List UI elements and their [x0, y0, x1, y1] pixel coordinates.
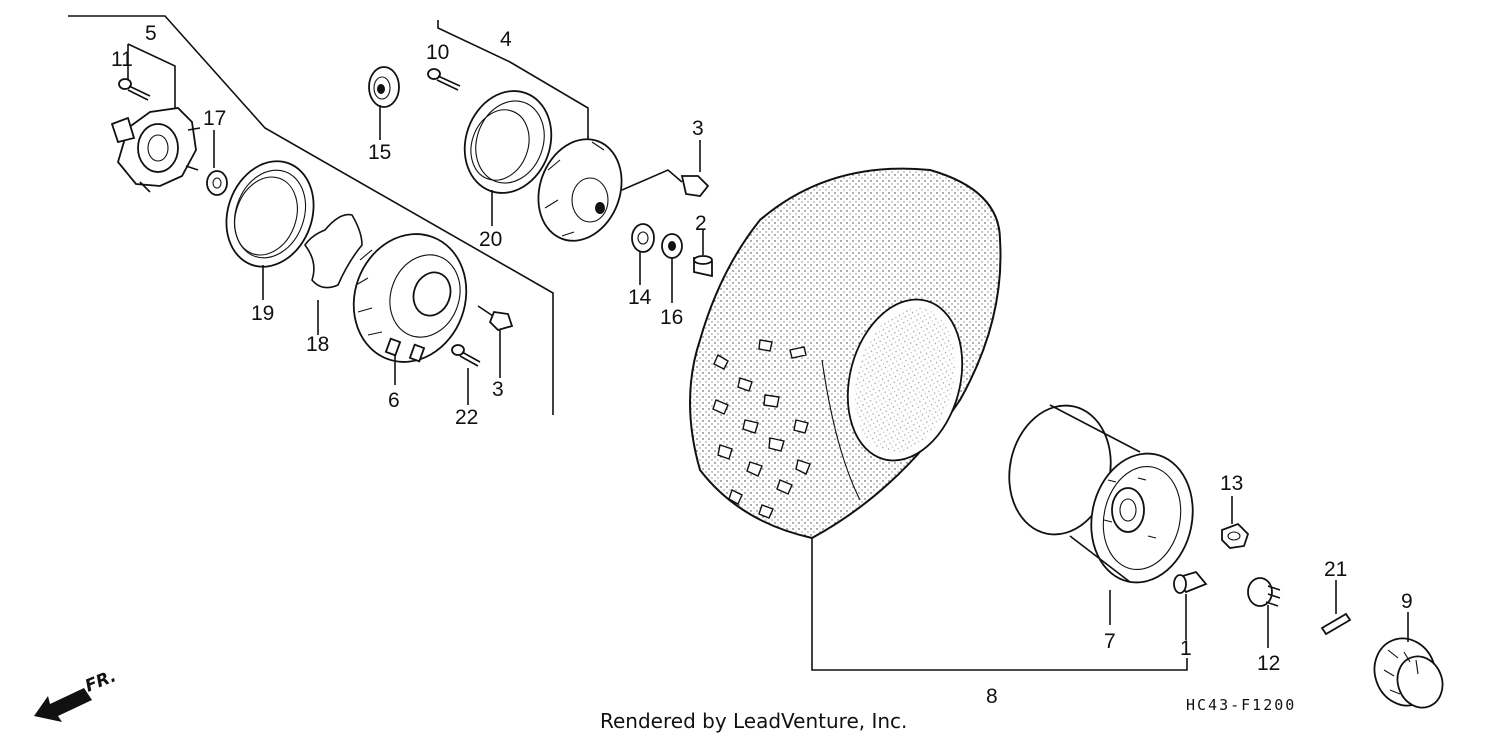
callout-3-upper: 3: [692, 117, 704, 140]
brake-panel-part-4[interactable]: [525, 127, 636, 252]
valve-part-1[interactable]: [1173, 570, 1208, 594]
seal-part-20[interactable]: [451, 79, 566, 205]
group-8-bracket: [811, 538, 1188, 671]
callout-3-lower: 3: [492, 378, 504, 401]
callout-19: 19: [251, 302, 274, 325]
credit-text: Rendered by LeadVenture, Inc.: [600, 709, 907, 733]
leader-lines: [213, 105, 1409, 648]
bearing-part-15[interactable]: [368, 66, 400, 108]
callout-1: 1: [1180, 637, 1192, 660]
callout-17: 17: [203, 107, 226, 130]
drawing-code: HC43-F1200: [1186, 696, 1296, 714]
bearing-part-14[interactable]: [631, 223, 655, 253]
callout-2: 2: [695, 212, 707, 235]
cotter-pin-part-21[interactable]: [1320, 612, 1352, 636]
callout-14: 14: [628, 286, 652, 309]
front-direction-marker: FR.: [34, 666, 119, 722]
callout-7: 7: [1104, 630, 1116, 653]
bolt-part-3-lower[interactable]: [477, 305, 514, 332]
front-label: FR.: [82, 666, 119, 696]
callout-6: 6: [388, 389, 400, 412]
group-5-bracket: [68, 15, 554, 415]
group-4-bracket: [437, 20, 589, 150]
callout-labels: 1 2 3 3 4 5 6 7 8 9 10 11 12 13 14 15 16…: [111, 22, 1413, 708]
o-ring-part-18[interactable]: [304, 213, 363, 289]
callout-22: 22: [455, 406, 478, 429]
callout-13: 13: [1220, 472, 1243, 495]
callout-15: 15: [368, 141, 391, 164]
nut-part-13[interactable]: [1221, 522, 1250, 549]
bolt-part-12[interactable]: [1247, 577, 1281, 607]
seal-part-19[interactable]: [212, 149, 328, 279]
brake-drum-part-6[interactable]: [336, 218, 484, 378]
callout-21: 21: [1324, 558, 1347, 581]
callout-12: 12: [1257, 652, 1280, 675]
callout-4: 4: [500, 28, 512, 51]
bolt-part-3-upper[interactable]: [621, 169, 710, 197]
bolt-part-11[interactable]: [118, 78, 151, 101]
hub-cap-part-9[interactable]: [1365, 630, 1449, 714]
rim-part-7[interactable]: [998, 396, 1205, 592]
callout-18: 18: [306, 333, 329, 356]
bearing-part-17[interactable]: [206, 170, 228, 196]
callout-9: 9: [1401, 590, 1413, 613]
front-arrow-icon: [34, 688, 92, 722]
collar-part-2[interactable]: [693, 255, 713, 278]
callout-16: 16: [660, 306, 683, 329]
callout-8: 8: [986, 685, 998, 708]
rear-hub-part[interactable]: [110, 107, 201, 193]
bolt-part-22[interactable]: [451, 344, 481, 367]
callout-5: 5: [145, 22, 157, 45]
tire-part-8[interactable]: [689, 167, 1002, 540]
bolt-part-10[interactable]: [427, 68, 461, 91]
callout-10: 10: [426, 41, 449, 64]
callout-20: 20: [479, 228, 502, 251]
bearing-part-16[interactable]: [661, 233, 683, 259]
callout-11: 11: [111, 48, 133, 71]
